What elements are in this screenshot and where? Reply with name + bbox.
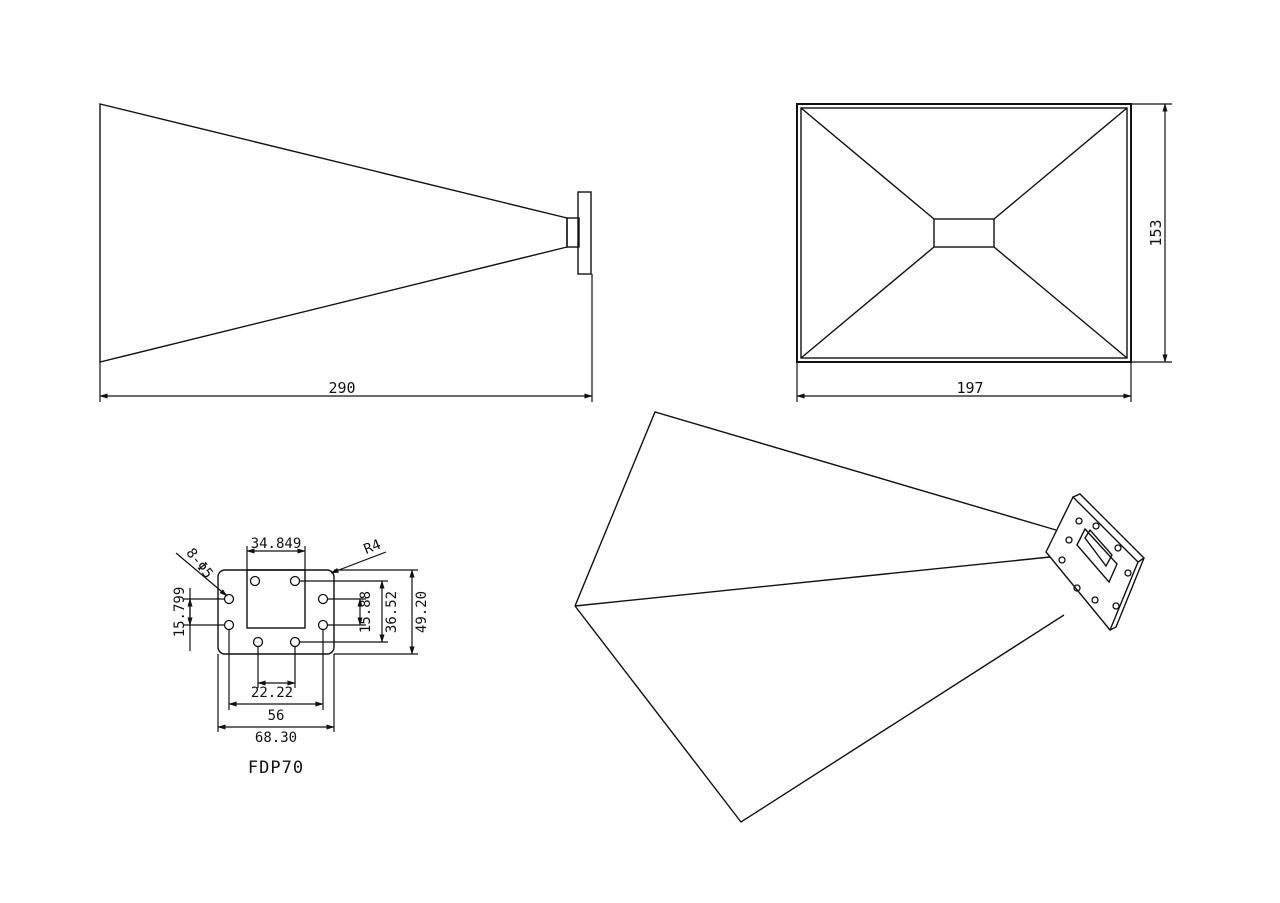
front-view-outer-frame <box>796 103 1132 363</box>
flange-hole <box>223 593 235 605</box>
isometric-waveguide-inner <box>1084 528 1113 568</box>
flange-model-label: FDP70 <box>248 758 304 778</box>
flange-hole <box>289 636 301 648</box>
flange-radius-label: R4 <box>362 537 384 558</box>
flange-top-width-label: 34.849 <box>251 536 302 552</box>
isometric-view <box>574 411 1146 823</box>
front-view-inner-frame <box>800 107 1128 359</box>
flange-hole <box>317 593 329 605</box>
flange-hole <box>317 619 329 631</box>
isometric-flange-hole <box>1058 556 1066 564</box>
front-view: 197 153 <box>796 103 1172 402</box>
side-view-flange <box>577 191 592 275</box>
flange-hole <box>252 636 264 648</box>
isometric-flange-hole <box>1124 569 1132 577</box>
side-view-waveguide-neck <box>566 217 580 248</box>
flange-hole <box>223 619 235 631</box>
isometric-flange-hole <box>1091 596 1099 604</box>
front-view-edge-bl <box>800 246 935 359</box>
front-view-aperture <box>933 218 995 248</box>
side-length-label: 290 <box>328 379 355 397</box>
flange-outer-height-label: 49.20 <box>414 591 430 633</box>
front-view-edge-br <box>993 246 1128 359</box>
flange-holes-label: 8-Φ5 <box>182 545 215 581</box>
side-view: 290 <box>99 103 593 402</box>
flange-hole-span-label: 56 <box>268 708 285 724</box>
flange-waveguide-opening <box>246 569 306 629</box>
isometric-flange-hole <box>1073 584 1081 592</box>
isometric-flange-thickness <box>1072 493 1146 631</box>
flange-inner-height-a-label: 15.88 <box>358 591 374 633</box>
isometric-waveguide-opening <box>1076 527 1118 584</box>
flange-hole <box>289 575 301 587</box>
flange-detail: 34.849 8-Φ5 R4 15.799 15.88 36.52 49.20 <box>172 536 430 778</box>
flange-outer-width-label: 68.30 <box>255 730 297 746</box>
flange-holes-leader <box>175 552 228 597</box>
isometric-flange-hole <box>1092 522 1100 530</box>
isometric-flange-hole <box>1065 536 1073 544</box>
flange-left-height-label: 15.799 <box>172 587 188 638</box>
front-view-edge-tr <box>993 107 1128 220</box>
front-height-label: 153 <box>1147 219 1165 246</box>
flange-inner-height-b-label: 36.52 <box>384 591 400 633</box>
flange-hole <box>249 575 261 587</box>
isometric-flange-hole <box>1112 602 1120 610</box>
flange-bottom-spacing-label: 22.22 <box>251 685 293 701</box>
isometric-flange-hole <box>1075 517 1083 525</box>
side-view-horn-outline <box>99 103 568 363</box>
isometric-flange-plate <box>1045 495 1139 632</box>
isometric-flange-hole <box>1114 544 1122 552</box>
front-view-edge-tl <box>800 107 935 220</box>
isometric-horn-outline <box>574 411 1065 823</box>
front-width-label: 197 <box>956 379 983 397</box>
